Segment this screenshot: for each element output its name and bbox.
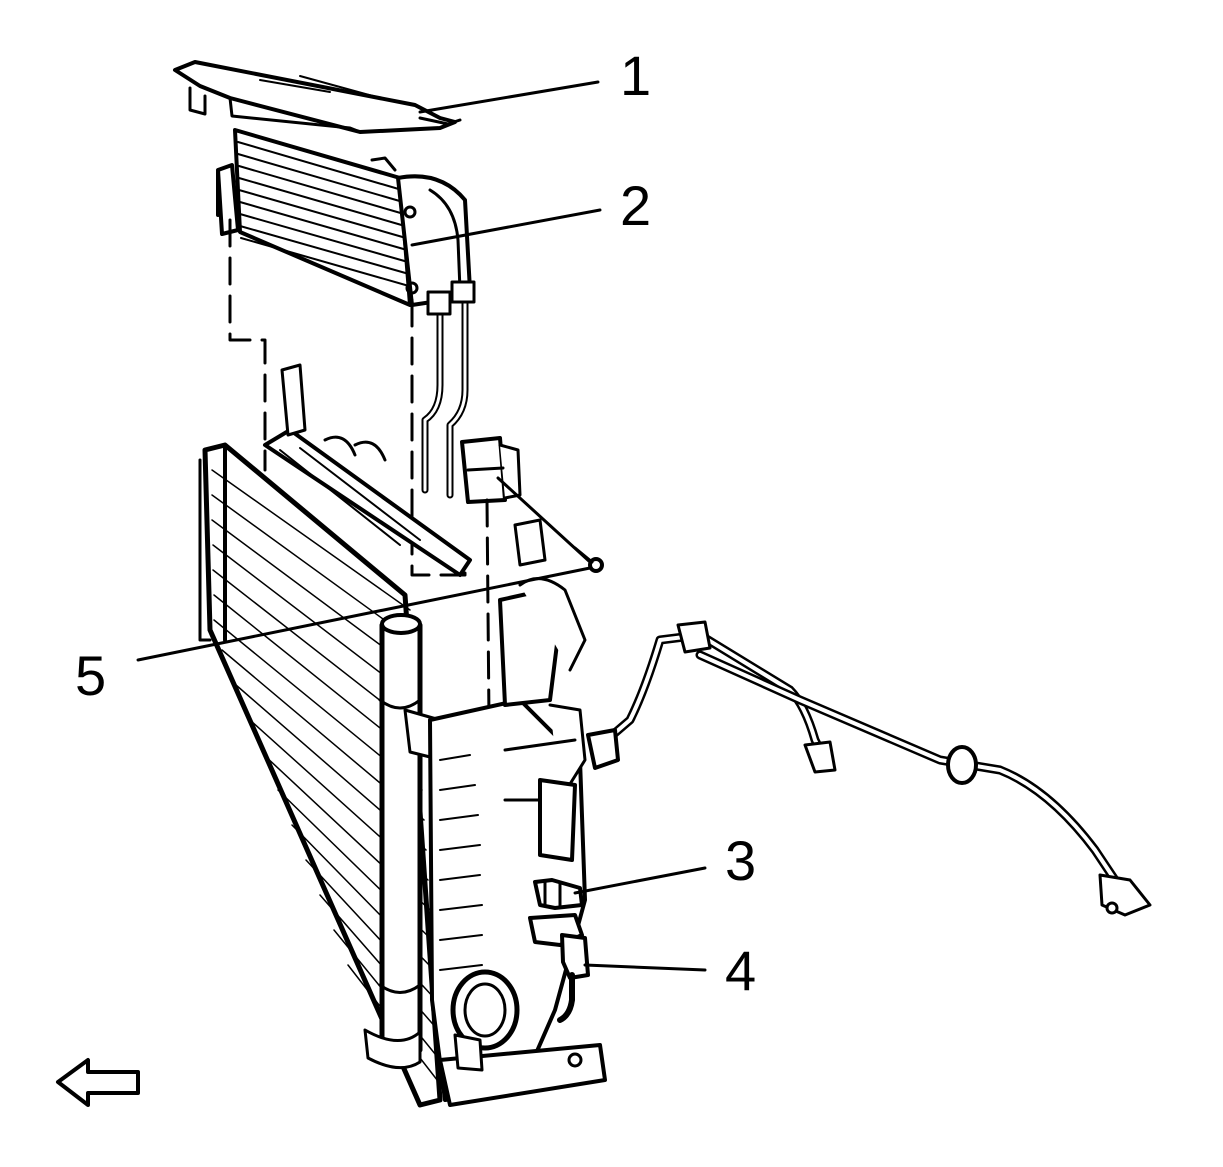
- callout-4: 4: [725, 939, 756, 1002]
- callout-1: 1: [620, 44, 651, 107]
- leader-lines: [136, 80, 707, 972]
- lower-line-fitting: [528, 913, 590, 1023]
- line-connector-block: [460, 436, 522, 504]
- leader-line-3: [573, 866, 707, 895]
- oil-cooler: [216, 128, 472, 307]
- leader-line-1: [418, 80, 600, 114]
- receiver-drier: [363, 613, 444, 1070]
- top-cover-panel: [173, 60, 462, 134]
- callout-5: 5: [75, 644, 106, 707]
- leader-line-2: [410, 208, 602, 247]
- callout-2: 2: [620, 174, 651, 237]
- transmission-cooler-lines: [586, 620, 1152, 917]
- leader-line-4: [583, 963, 707, 972]
- callout-3: 3: [725, 829, 756, 892]
- bolt: [573, 546, 604, 573]
- leader-line-5: [136, 566, 592, 662]
- left-arrow-icon: [56, 1058, 140, 1107]
- upper-line-fitting: [533, 878, 584, 910]
- cooler-lines: [421, 280, 476, 499]
- fan-shroud: [428, 577, 607, 1107]
